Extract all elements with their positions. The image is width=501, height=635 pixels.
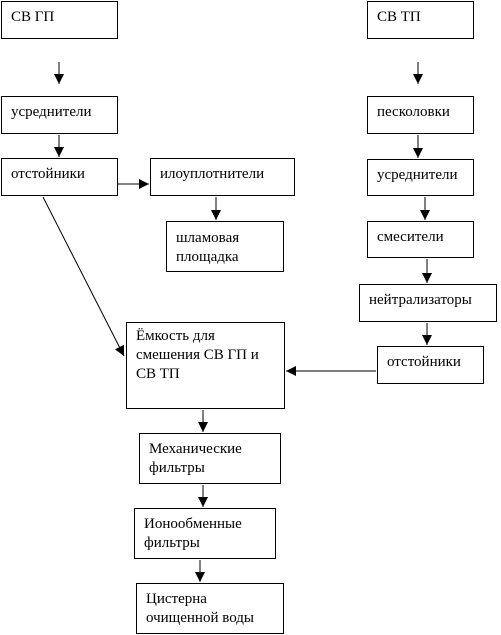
node-otstoyniki-right: отстойники bbox=[377, 346, 484, 384]
node-usredniteli-left: усреднители bbox=[1, 96, 118, 134]
edge-otstoyniki-to-emkost bbox=[42, 196, 125, 357]
node-sv-tp: СВ ТП bbox=[367, 1, 474, 39]
node-mekh-filtry: Механические фильтры bbox=[139, 433, 281, 484]
node-otstoyniki-left: отстойники bbox=[1, 158, 118, 196]
node-neytralizatory: нейтрализаторы bbox=[359, 284, 497, 322]
node-tsisterna: Цистерна очищенной воды bbox=[136, 583, 284, 634]
node-emkost: Ёмкость для смешения СВ ГП и СВ ТП bbox=[126, 322, 285, 409]
node-shlamovaya-ploshchadka: шламовая площадка bbox=[166, 221, 284, 272]
node-peskolovki: песколовки bbox=[367, 96, 474, 134]
node-iloouplotniteli: илоуплотнители bbox=[150, 158, 295, 196]
node-sv-gp: СВ ГП bbox=[1, 1, 118, 39]
node-usredniteli-right: усреднители bbox=[367, 159, 474, 196]
node-ionoobmennye-filtry: Ионообменные фильтры bbox=[134, 508, 276, 559]
node-smesiteli: смесители bbox=[367, 221, 474, 258]
